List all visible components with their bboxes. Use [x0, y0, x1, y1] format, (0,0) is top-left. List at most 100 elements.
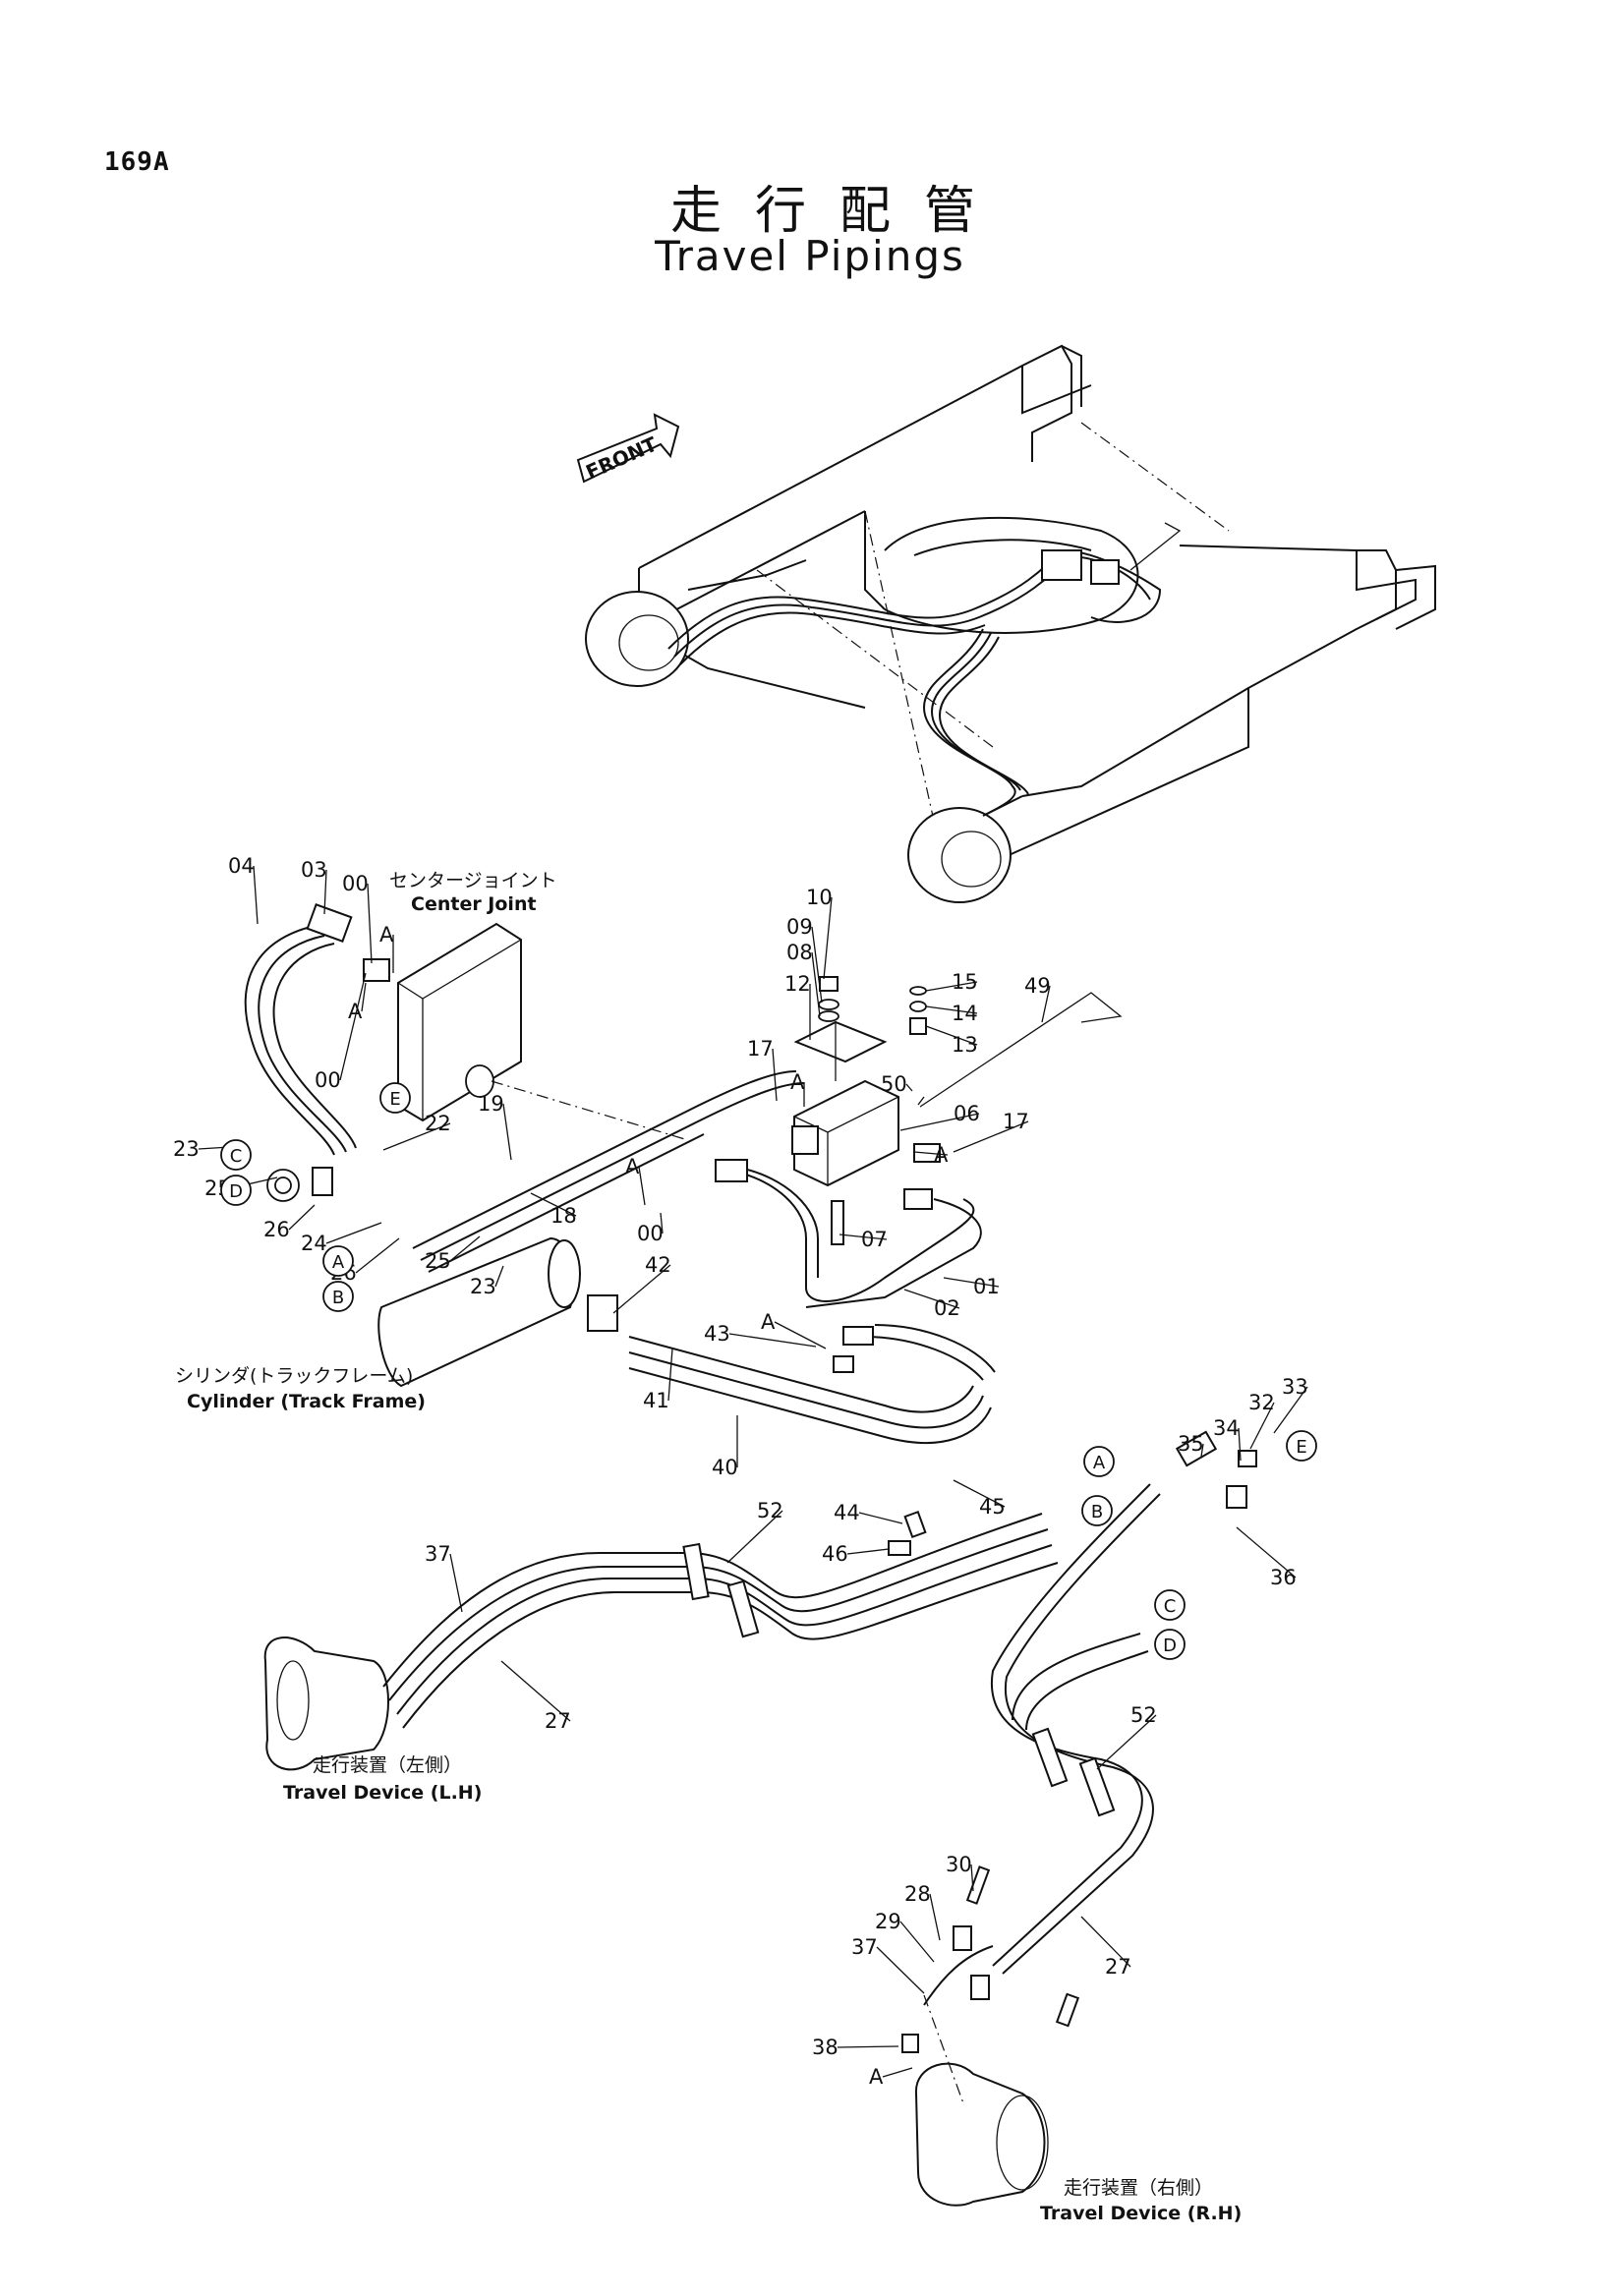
part-number-text: 26: [263, 1218, 290, 1241]
leader-line: [929, 1893, 941, 1941]
part-label: 32: [1248, 1391, 1275, 1450]
travel-lh-caption-jp: 走行装置（左側）: [313, 1754, 462, 1776]
part-label: 08: [786, 941, 821, 1017]
leader-line: [288, 1204, 316, 1231]
reference-circle: [322, 1245, 354, 1277]
leader-line: [1238, 1427, 1242, 1462]
part-number-text: B: [332, 1288, 344, 1308]
part-number-text: 12: [784, 972, 811, 996]
leader-line: [925, 1005, 978, 1014]
travel-rh-caption-jp: 走行装置（右側）: [1064, 2177, 1213, 2199]
center-joint-assembly: [244, 903, 1123, 1556]
part-label: 10: [806, 886, 833, 980]
part-label: 00: [637, 1212, 664, 1245]
part-number-text: D: [229, 1181, 243, 1202]
part-number-text: 27: [1105, 1955, 1131, 1979]
part-number-text: 30: [946, 1853, 972, 1876]
leader-line: [500, 1660, 571, 1722]
leader-line: [323, 869, 327, 915]
part-label: 00: [315, 972, 367, 1092]
leader-line: [667, 1348, 673, 1402]
part-label: 06: [899, 1102, 980, 1131]
part-number-text: 13: [952, 1033, 978, 1057]
part-label: 36: [1236, 1526, 1297, 1589]
leader-line: [502, 1103, 512, 1161]
part-label: 43: [704, 1322, 817, 1348]
part-number-text: 45: [979, 1495, 1006, 1519]
leader-line: [361, 982, 367, 1012]
part-label: A: [322, 1245, 354, 1277]
leader-line: [530, 1192, 577, 1217]
part-number-text: 07: [861, 1228, 888, 1251]
part-number-text: 43: [704, 1322, 730, 1346]
leader-line: [612, 1264, 671, 1314]
leader-line: [1096, 1714, 1157, 1770]
part-label: 45: [953, 1479, 1006, 1519]
part-label: 23: [173, 1137, 247, 1161]
cylinder-caption-en: Cylinder (Track Frame): [187, 1391, 426, 1412]
leader-line: [882, 2067, 913, 2078]
cylinder-caption-jp: シリンダ(トラックフレーム): [175, 1365, 413, 1387]
leader-line: [823, 896, 833, 980]
reference-circle: [1081, 1495, 1113, 1526]
part-label: 17: [953, 1110, 1029, 1153]
leader-line: [970, 1864, 974, 1892]
leader-line: [1249, 1402, 1275, 1450]
part-label: A: [348, 982, 367, 1023]
part-number-labels: 040300AA002325CD26222426AB25231918E10090…: [173, 854, 1317, 2089]
leader-line: [953, 1479, 1006, 1508]
leader-line: [905, 1083, 913, 1092]
leader-line: [449, 1235, 481, 1262]
part-number-text: 06: [954, 1102, 980, 1125]
part-number-text: 25: [425, 1249, 451, 1273]
leader-line: [382, 1122, 451, 1151]
part-label: 28: [904, 1882, 941, 1941]
front-arrow: FRONT: [576, 413, 680, 485]
leader-line: [899, 1113, 980, 1131]
part-number-text: 32: [1248, 1391, 1275, 1414]
part-label: 15: [925, 970, 978, 994]
part-label: 04: [228, 854, 259, 925]
part-number-text: 00: [342, 872, 369, 895]
part-number-text: 38: [812, 2036, 839, 2059]
part-number-text: A: [869, 2065, 884, 2089]
part-number-text: D: [1163, 1636, 1177, 1656]
part-number-text: A: [1093, 1453, 1106, 1473]
part-number-text: A: [790, 1070, 805, 1094]
part-label: 46: [822, 1542, 890, 1566]
part-label: 35: [1178, 1432, 1204, 1458]
part-label: 19: [478, 1092, 512, 1161]
leader-line: [339, 972, 367, 1081]
part-label: C: [1154, 1589, 1186, 1621]
part-label: B: [322, 1281, 354, 1312]
part-number-text: A: [348, 1000, 363, 1023]
part-label: 38: [812, 2036, 899, 2059]
part-number-text: 50: [881, 1072, 907, 1096]
center-joint-caption-en: Center Joint: [411, 893, 537, 915]
part-number-text: 49: [1024, 974, 1051, 998]
part-number-text: 52: [1130, 1703, 1157, 1727]
part-label: 40: [712, 1415, 738, 1479]
part-number-text: C: [1164, 1596, 1177, 1617]
part-number-text: 41: [643, 1389, 669, 1412]
leader-line: [728, 1333, 817, 1348]
part-number-text: 08: [786, 941, 813, 964]
part-label: 33: [1273, 1375, 1308, 1434]
leader-line: [367, 883, 373, 964]
part-number-text: 22: [425, 1112, 451, 1135]
leader-line: [858, 1512, 903, 1524]
part-number-text: 36: [1270, 1566, 1297, 1589]
title-japanese: 走行配管: [669, 182, 1009, 241]
part-label: 14: [925, 1002, 978, 1025]
part-number-text: 34: [1213, 1416, 1240, 1440]
part-label: 24: [301, 1222, 382, 1255]
leader-line: [953, 1120, 1029, 1153]
part-number-text: 19: [478, 1092, 504, 1116]
part-number-text: E: [389, 1089, 400, 1110]
leader-line: [943, 1277, 1000, 1288]
part-label: 29: [875, 1910, 935, 1963]
page-number: 169A: [104, 147, 170, 177]
leader-line: [839, 1234, 888, 1240]
part-label: 22: [382, 1112, 451, 1151]
